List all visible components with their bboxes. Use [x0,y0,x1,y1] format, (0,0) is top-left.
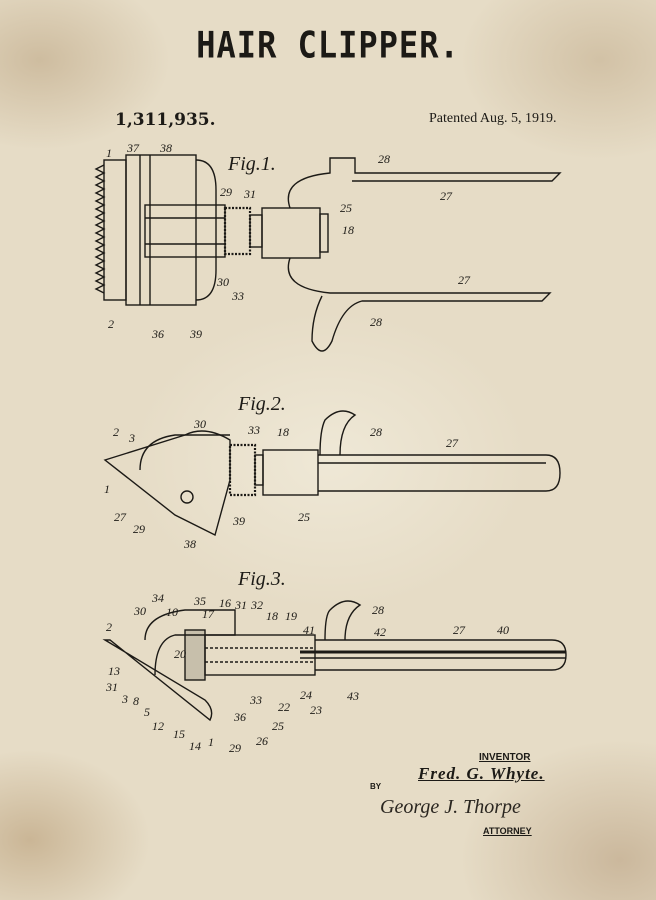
reference-numeral: 33 [249,693,262,707]
reference-numeral: 30 [133,604,146,618]
reference-numeral: 30 [193,417,206,431]
reference-numeral: 5 [144,705,150,719]
reference-numeral: 28 [370,315,382,329]
reference-numeral: 24 [300,688,312,702]
reference-numeral: 22 [278,700,290,714]
reference-numeral: 28 [372,603,384,617]
reference-numeral: 27 [446,436,459,450]
reference-numeral: 38 [159,141,172,155]
reference-numeral: 1 [104,482,110,496]
reference-numeral: 31 [105,680,118,694]
reference-numeral: 29 [229,741,241,755]
inventor-signature: Fred. G. Whyte. [418,764,545,783]
figure-3-label: Fig.3. [237,568,286,590]
reference-numeral: 31 [234,598,247,612]
reference-numeral: 30 [216,275,229,289]
reference-numeral: 10 [166,605,178,619]
reference-numeral: 25 [298,510,310,524]
reference-numeral: 17 [202,607,215,621]
reference-numeral: 2 [113,425,119,439]
inventor-label: INVENTOR [479,752,531,763]
reference-numeral: 27 [458,273,471,287]
reference-numeral: 33 [231,289,244,303]
reference-numeral: 19 [285,609,297,623]
reference-numeral: 1 [208,735,214,749]
patent-title: HAIR CLIPPER. [196,23,460,67]
reference-numeral: 32 [250,598,263,612]
figure-2-label: Fig.2. [237,393,286,415]
figure-2-drawing [103,410,561,537]
reference-numeral: 3 [128,431,135,445]
reference-numeral: 18 [266,609,278,623]
reference-numeral: 27 [114,510,127,524]
reference-numeral: 15 [173,727,185,741]
figure-1-label: Fig.1. [227,153,276,175]
reference-numeral: 36 [151,327,164,341]
reference-numeral: 25 [272,719,284,733]
reference-numeral: 14 [189,739,201,753]
reference-numeral: 35 [193,594,206,608]
attorney-signature: George J. Thorpe [380,796,521,818]
reference-numeral: 42 [374,625,386,639]
reference-numeral: 28 [378,152,390,166]
reference-numeral: 23 [310,703,322,717]
attorney-label: ATTORNEY [483,826,532,836]
figure-3-drawing [102,600,567,722]
reference-numeral: 34 [151,591,164,605]
figure-1-drawing [94,154,562,352]
reference-numeral: 2 [108,317,114,331]
patent-date: Patented Aug. 5, 1919. [429,111,557,126]
reference-numeral: 2 [106,620,112,634]
reference-numeral: 36 [233,710,246,724]
reference-numeral: 29 [133,522,145,536]
reference-numeral: 39 [232,514,245,528]
reference-numeral: 12 [152,719,164,733]
reference-numeral: 26 [256,734,268,748]
reference-numeral: 18 [342,223,354,237]
reference-numeral: 33 [247,423,260,437]
reference-numeral: 37 [126,141,140,155]
reference-numeral: 25 [340,201,352,215]
reference-numeral: 8 [133,694,139,708]
reference-numeral: 1 [106,146,112,160]
reference-numeral: 43 [347,689,359,703]
reference-numeral: 40 [497,623,509,637]
reference-numeral: 28 [370,425,382,439]
reference-numeral: 31 [243,187,256,201]
reference-numeral: 13 [108,664,120,678]
reference-numeral: 20 [174,647,186,661]
by-label: BY [370,782,382,791]
reference-numeral: 27 [453,623,466,637]
reference-numeral: 38 [183,537,196,551]
reference-numeral: 41 [303,623,315,637]
reference-numeral: 16 [219,596,231,610]
reference-numeral: 3 [121,692,128,706]
patent-number: 1,311,935. [115,110,216,130]
reference-numeral: 27 [440,189,453,203]
reference-numeral: 39 [189,327,202,341]
reference-numeral: 29 [220,185,232,199]
reference-numeral: 18 [277,425,289,439]
